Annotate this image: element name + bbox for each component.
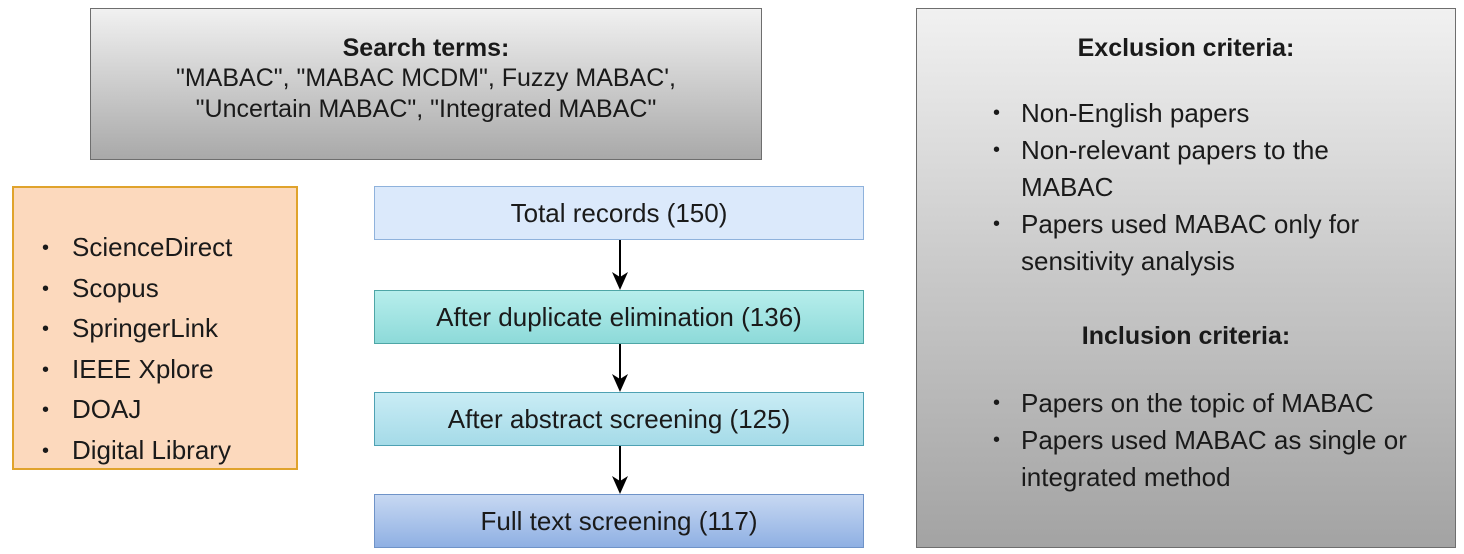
flow-step-full-text-screening: Full text screening (117): [374, 494, 864, 548]
inclusion-criteria-list: • Papers on the topic of MABAC • Papers us…: [993, 385, 1453, 496]
inclusion-item-label: Papers on the topic of MABAC: [1021, 388, 1374, 418]
exclusion-item-label: Papers used MABAC only for sensitivity a…: [1021, 209, 1360, 276]
exclusion-criteria-title: Exclusion criteria:: [1077, 34, 1295, 62]
exclusion-item-label: Non-relevant papers to the MABAC: [1021, 135, 1329, 202]
database-item: • DOAJ: [42, 390, 232, 431]
database-item: • SpringerLink: [42, 309, 232, 350]
bullet-icon: •: [42, 358, 50, 381]
bullet-icon: •: [993, 102, 1001, 124]
inclusion-item-label: Papers used MABAC as single or integrate…: [1021, 425, 1407, 492]
criteria-box: Exclusion criteria: • Non-English papers …: [916, 8, 1456, 548]
database-item: • IEEE Xplore: [42, 350, 232, 391]
exclusion-item-label: Non-English papers: [1021, 98, 1250, 128]
inclusion-criteria-title: Inclusion criteria:: [1081, 322, 1291, 350]
bullet-icon: •: [42, 277, 50, 300]
database-item: • Scopus: [42, 269, 232, 310]
exclusion-item: • Papers used MABAC only for sensitivity …: [993, 206, 1441, 280]
inclusion-item: • Papers used MABAC as single or integrat…: [993, 422, 1461, 496]
databases-box: • ScienceDirect • Scopus • SpringerLink • IE…: [12, 186, 298, 470]
databases-list: • ScienceDirect • Scopus • SpringerLink • IE…: [42, 228, 232, 471]
arrow-down-icon: [612, 446, 628, 494]
flow-step-duplicate-elimination: After duplicate elimination (136): [374, 290, 864, 344]
database-label: SpringerLink: [72, 313, 218, 343]
arrow-down-icon: [612, 344, 628, 392]
arrow-down-icon: [612, 240, 628, 290]
search-terms-title: Search terms:: [342, 34, 510, 62]
bullet-icon: •: [42, 439, 50, 462]
bullet-icon: •: [42, 237, 50, 259]
exclusion-criteria-list: • Non-English papers • Non-relevant papers…: [993, 95, 1453, 280]
inclusion-item: • Papers on the topic of MABAC: [993, 385, 1453, 422]
exclusion-item: • Non-relevant papers to the MABAC: [993, 132, 1401, 206]
flow-step-abstract-screening: After abstract screening (125): [374, 392, 864, 446]
bullet-icon: •: [993, 429, 1001, 451]
database-label: Digital Library: [72, 434, 231, 465]
database-label: ScienceDirect: [72, 232, 233, 262]
bullet-icon: •: [42, 399, 50, 421]
exclusion-item: • Non-English papers: [993, 95, 1453, 132]
database-label: DOAJ: [72, 394, 142, 424]
search-terms-line-1: "MABAC", "MABAC MCDM", Fuzzy MABAC',: [175, 64, 677, 92]
flow-step-total-records: Total records (150): [374, 186, 864, 240]
bullet-icon: •: [993, 392, 1001, 414]
search-terms-line-2: "Uncertain MABAC", "Integrated MABAC": [195, 95, 657, 123]
database-item: • Digital Library: [42, 431, 232, 472]
bullet-icon: •: [993, 213, 1001, 235]
search-terms-box: Search terms: "MABAC", "MABAC MCDM", Fuz…: [90, 8, 762, 160]
bullet-icon: •: [42, 318, 50, 340]
bullet-icon: •: [993, 139, 1001, 161]
database-item: • ScienceDirect: [42, 228, 232, 269]
database-label: IEEE Xplore: [72, 353, 214, 384]
database-label: Scopus: [72, 272, 159, 303]
